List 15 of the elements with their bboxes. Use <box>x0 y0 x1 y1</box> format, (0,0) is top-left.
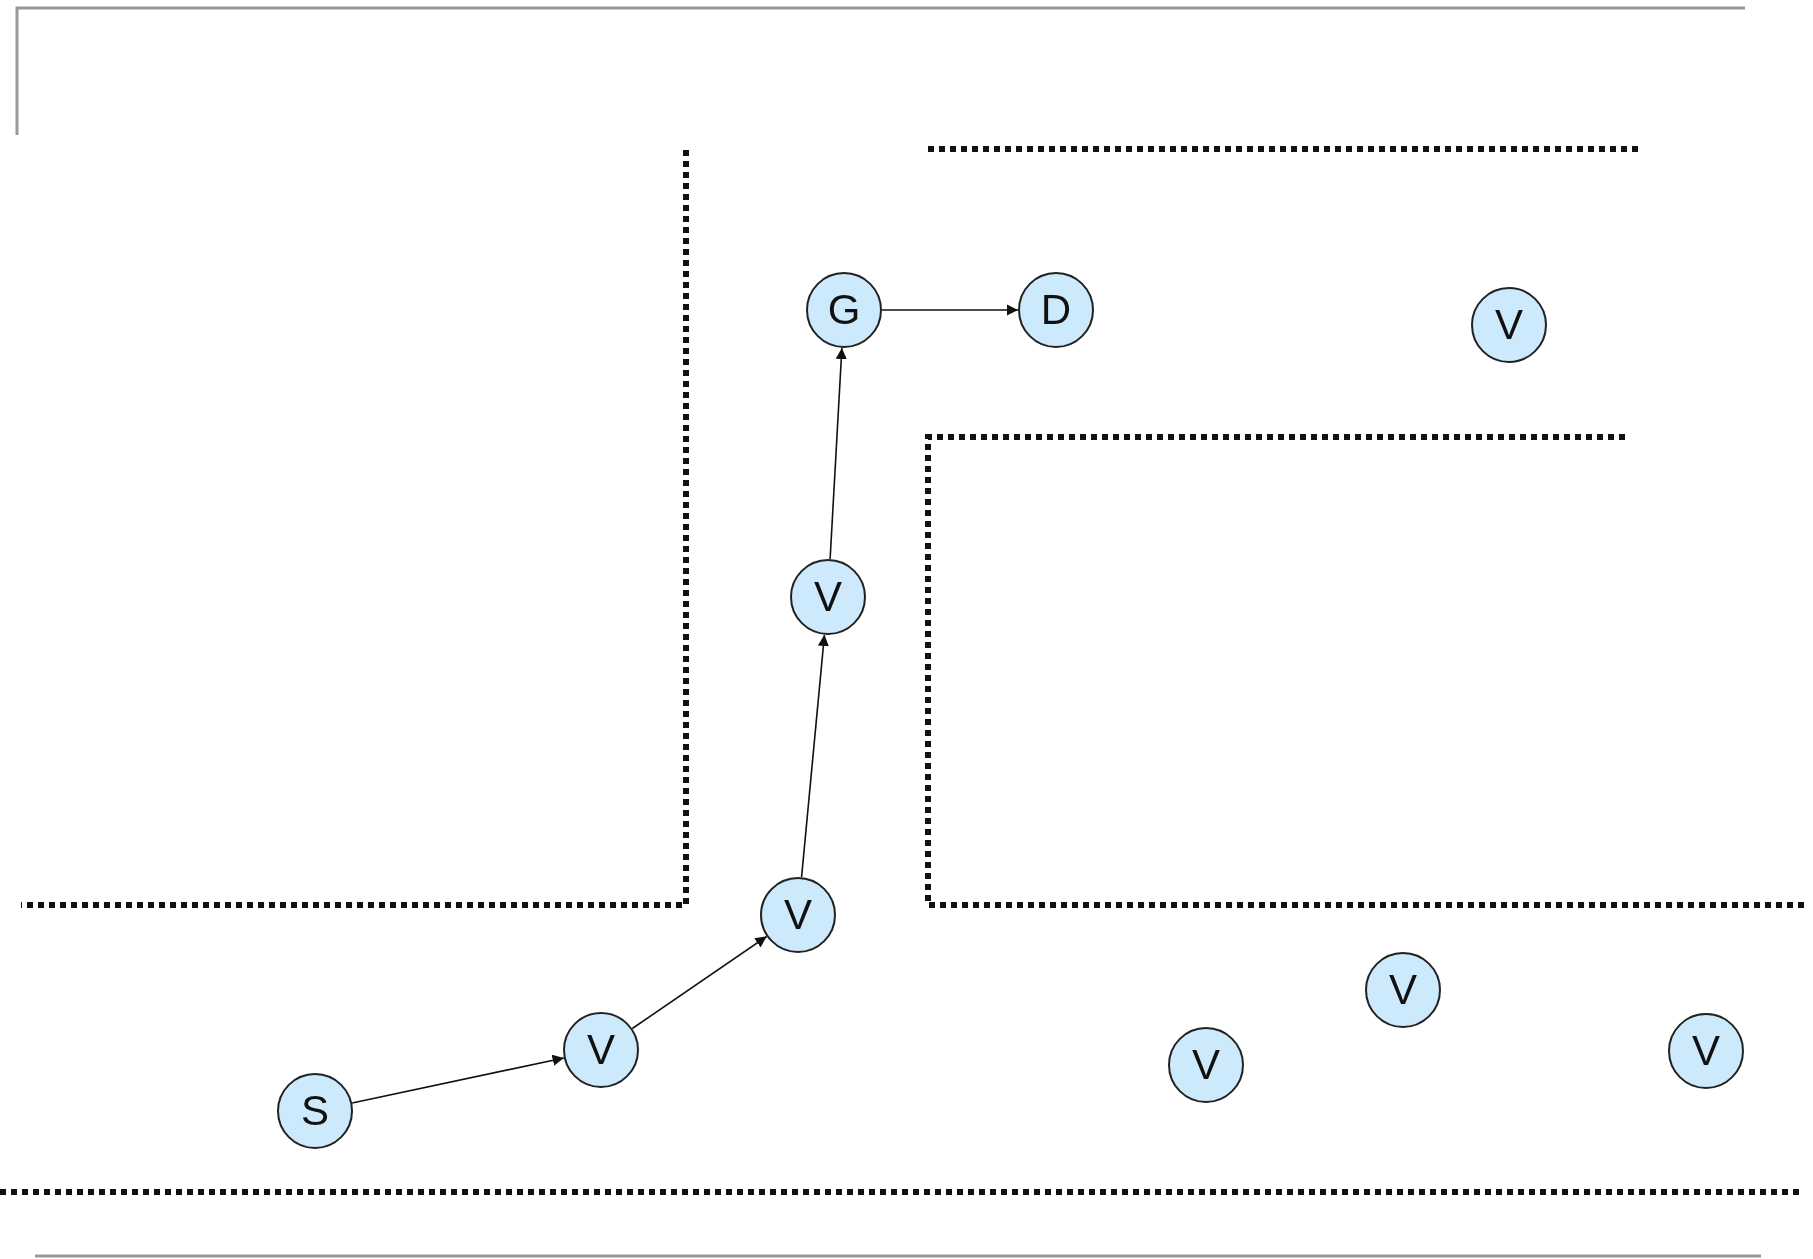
arrow <box>881 304 1019 316</box>
node-circle: G <box>806 272 882 348</box>
node-circle: V <box>563 1012 639 1088</box>
node-circle: V <box>1168 1027 1244 1103</box>
arrow <box>631 935 768 1030</box>
node-circle: V <box>1471 287 1547 363</box>
node-circle: V <box>1668 1013 1744 1089</box>
node-circle: D <box>1018 272 1094 348</box>
arrow <box>800 634 829 878</box>
node-circle: V <box>1365 952 1441 1028</box>
arrow <box>351 1054 565 1104</box>
arrow <box>829 347 847 560</box>
node-circle: S <box>277 1073 353 1149</box>
node-circle: V <box>760 877 836 953</box>
node-circle: V <box>790 559 866 635</box>
